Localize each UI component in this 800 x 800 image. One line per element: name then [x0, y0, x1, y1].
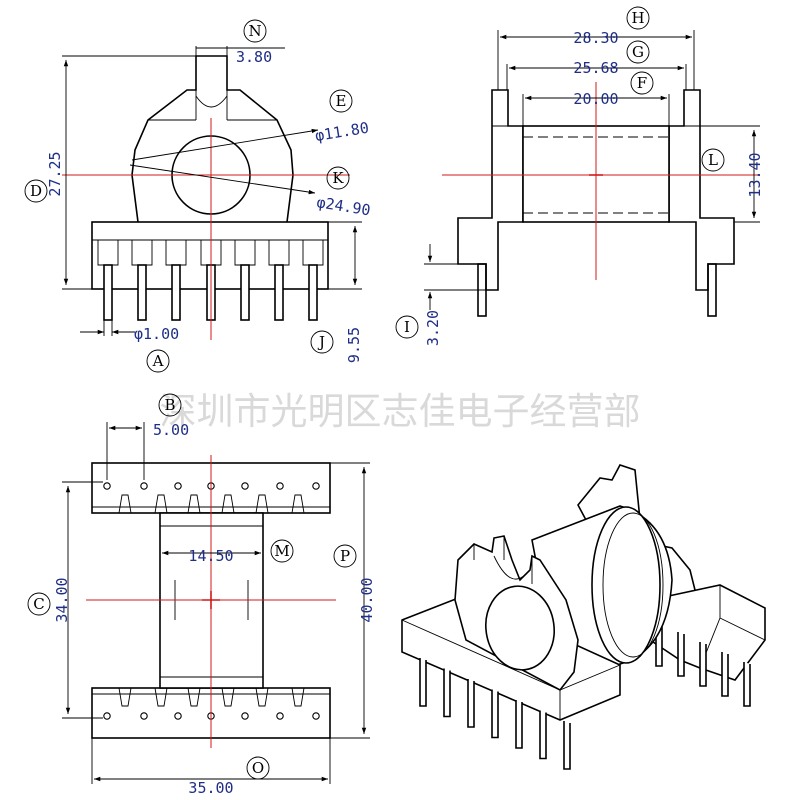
iso-front-pin [443, 668, 451, 718]
rail-slot [118, 494, 132, 514]
rail-slot [221, 494, 235, 514]
front-pin [240, 264, 250, 321]
pin-standoff-dim: 3.20 [424, 310, 442, 346]
pin-length-dim: 9.55 [345, 327, 363, 363]
label-n: N [243, 19, 267, 43]
label-i: I [395, 315, 419, 339]
svg-text:F: F [637, 74, 647, 92]
iso-back-pin [699, 642, 707, 687]
svg-text:E: E [336, 92, 347, 110]
front-pin [171, 264, 181, 321]
label-e: E [329, 89, 353, 113]
iso-back-pin [743, 662, 751, 707]
pin-row-span-dim: 34.00 [53, 577, 71, 622]
rail-slot [154, 494, 168, 514]
front-pin [103, 264, 113, 321]
iso-front-pin [515, 700, 523, 749]
svg-text:L: L [708, 151, 718, 169]
rail-slot [255, 494, 269, 514]
rail-slot [221, 687, 235, 707]
svg-text:D: D [30, 182, 42, 200]
label-d: D [24, 179, 48, 203]
svg-text:H: H [631, 9, 644, 27]
svg-text:G: G [632, 43, 644, 61]
label-j: J [310, 330, 334, 354]
svg-text:C: C [33, 595, 44, 613]
svg-text:M: M [274, 542, 289, 560]
svg-text:P: P [340, 547, 350, 565]
svg-text:J: J [317, 333, 325, 351]
rail-slot [187, 494, 201, 514]
front-pin [274, 264, 284, 321]
svg-text:K: K [332, 169, 344, 187]
overall-length-dim: 40.00 [358, 577, 376, 622]
label-k: K [326, 166, 350, 190]
svg-text:I: I [404, 318, 410, 336]
pin-hole [174, 712, 182, 720]
rail-slot [187, 687, 201, 707]
svg-text:O: O [252, 759, 264, 777]
rail-slot [118, 687, 132, 707]
front-pin [137, 264, 147, 321]
label-g: G [626, 40, 650, 64]
pin-hole [174, 482, 182, 490]
label-o: O [246, 756, 270, 780]
top-view: 5.00 14.50 34.00 40.00 35.00 B M P C O [27, 393, 376, 797]
winding-height-dim: 13.40 [746, 152, 764, 197]
pin-hole [276, 482, 284, 490]
winding-width-dim: 20.00 [573, 90, 618, 108]
outer-diameter-dim: φ24.90 [315, 193, 371, 219]
pin-hole [241, 482, 249, 490]
watermark-text: 深圳市光明区志佳电子经营部 [160, 390, 641, 433]
pin-hole [140, 482, 148, 490]
pin-hole [241, 712, 249, 720]
label-m: M [270, 539, 294, 563]
pin-hole [312, 712, 320, 720]
iso-front-pin [539, 710, 547, 760]
iso-front-pin [467, 679, 475, 728]
core-width-dim: 14.50 [188, 547, 233, 565]
iso-back-pin [677, 632, 685, 677]
label-c: C [27, 592, 51, 616]
label-a: A [146, 349, 170, 373]
label-f: F [630, 71, 654, 95]
front-pin [308, 264, 318, 321]
iso-front-pin [491, 689, 499, 739]
iso-front-pin [563, 721, 571, 770]
svg-text:B: B [164, 396, 175, 414]
pin-hole [103, 482, 111, 490]
overall-width-dim: 28.30 [573, 29, 618, 47]
pin-diameter-dim: φ1.00 [134, 325, 179, 343]
svg-text:N: N [248, 22, 261, 40]
iso-front-pin [419, 658, 427, 707]
isometric-view [401, 464, 766, 770]
front-view: 3.80 φ11.80 φ24.90 27.25 φ1.00 9.55 N E … [24, 19, 372, 373]
iso-back-pin [721, 652, 729, 697]
pin-hole [276, 712, 284, 720]
flange-span-dim: 25.68 [573, 59, 618, 77]
inner-diameter-dim: φ11.80 [314, 119, 370, 145]
rail-slot [255, 687, 269, 707]
pin-hole [103, 712, 111, 720]
label-b: B [158, 393, 182, 417]
svg-text:A: A [152, 352, 164, 370]
pin-hole [140, 712, 148, 720]
label-p: P [333, 544, 357, 568]
slot-width-dim: 3.80 [236, 48, 272, 66]
label-l: L [701, 148, 725, 172]
overall-width-top-dim: 35.00 [188, 779, 233, 797]
side-view: 28.30 25.68 20.00 13.40 3.20 H G F L I [395, 6, 764, 346]
pin-pitch-dim: 5.00 [153, 421, 189, 439]
label-h: H [626, 6, 650, 30]
rail-slot [154, 687, 168, 707]
pin-hole [312, 482, 320, 490]
rail-slot [291, 687, 305, 707]
rail-slot [291, 494, 305, 514]
total-height-dim: 27.25 [46, 151, 64, 196]
